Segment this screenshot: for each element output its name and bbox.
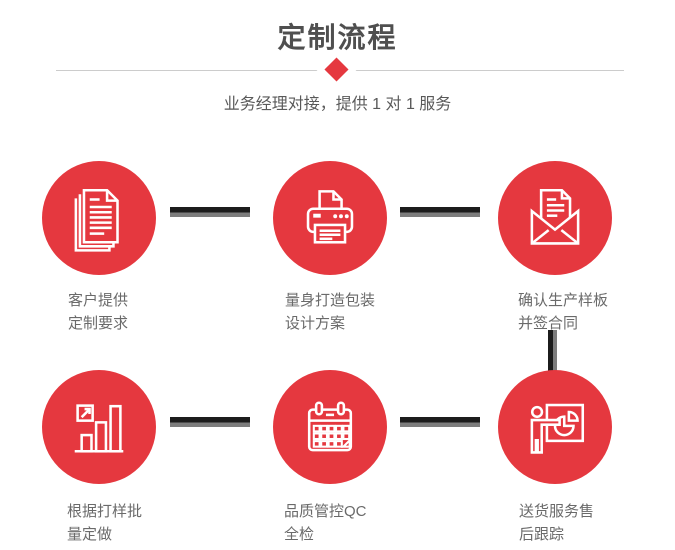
step-2-label-line1: 量身打造包装 bbox=[285, 292, 376, 309]
step-3-label: 确认生产样板 并签合同 bbox=[518, 289, 608, 335]
step-3-label-line1: 确认生产样板 bbox=[518, 292, 609, 309]
printer-icon bbox=[306, 190, 354, 244]
subtitle: 业务经理对接，提供 1 对 1 服务 bbox=[223, 96, 452, 113]
connector-step4-step5 bbox=[170, 417, 250, 427]
connector-step5-step6 bbox=[400, 417, 480, 427]
step-5-label: 品质管控QC 全检 bbox=[284, 500, 367, 546]
step-1-circle bbox=[42, 161, 156, 275]
envelope-icon bbox=[530, 188, 580, 245]
bar-chart-icon bbox=[74, 404, 124, 453]
step-5-label-line1: 品质管控QC bbox=[284, 503, 367, 520]
connector-step3-step6 bbox=[548, 330, 557, 372]
step-2-label: 量身打造包装 设计方案 bbox=[285, 289, 375, 335]
step-1-label-line1: 客户提供 bbox=[68, 292, 129, 309]
step-3-label-line2: 并签合同 bbox=[518, 315, 579, 332]
step-1-label: 客户提供 定制要求 bbox=[68, 289, 128, 335]
page-title: 定制流程 bbox=[277, 22, 398, 53]
step-6-label-line1: 送货服务售 bbox=[519, 503, 595, 520]
step-6-label-line2: 后跟踪 bbox=[519, 526, 565, 543]
step-5-label-line2: 全检 bbox=[284, 526, 315, 543]
step-6-circle bbox=[498, 370, 612, 484]
documents-icon bbox=[74, 188, 119, 252]
step-2-circle bbox=[273, 161, 387, 275]
diamond-marker-icon bbox=[324, 57, 349, 82]
step-4-label: 根据打样批 量定做 bbox=[67, 500, 142, 546]
step-5-circle bbox=[273, 370, 387, 484]
connector-step2-step3 bbox=[400, 207, 480, 217]
step-3-circle bbox=[498, 161, 612, 275]
step-4-label-line2: 量定做 bbox=[67, 526, 113, 543]
step-1-label-line2: 定制要求 bbox=[68, 315, 129, 332]
step-2-label-line2: 设计方案 bbox=[285, 315, 346, 332]
calendar-icon bbox=[307, 401, 353, 452]
step-4-label-line1: 根据打样批 bbox=[67, 503, 143, 520]
step-6-label: 送货服务售 后跟踪 bbox=[519, 500, 594, 546]
step-4-circle bbox=[42, 370, 156, 484]
connector-step1-step2 bbox=[170, 207, 250, 217]
presentation-icon bbox=[530, 403, 585, 454]
